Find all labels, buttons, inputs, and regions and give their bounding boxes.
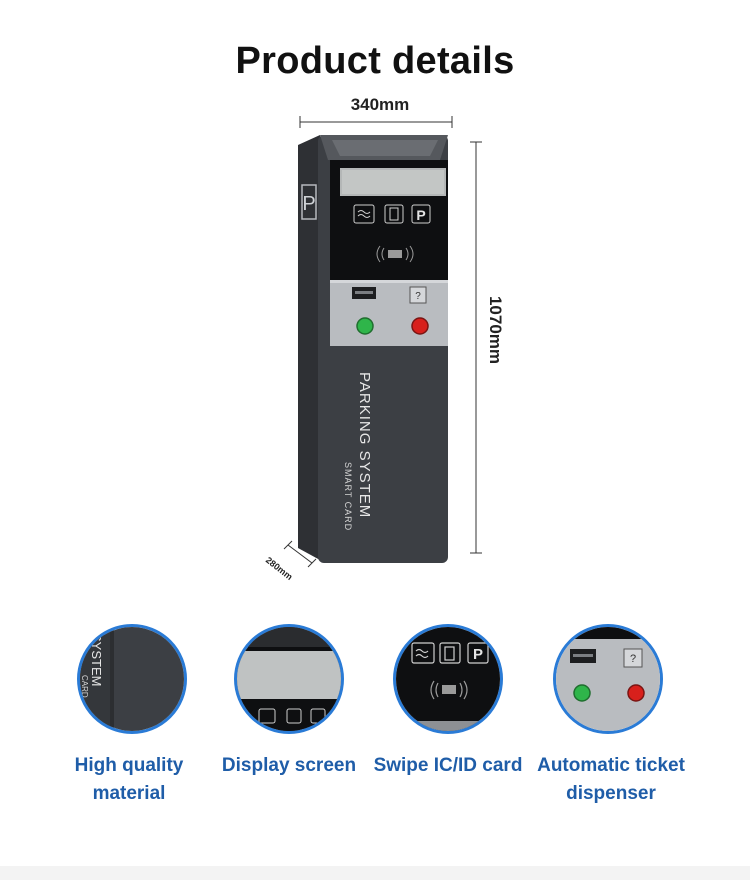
wave-icon (353, 204, 375, 224)
parking-p-button-symbol: P (416, 207, 425, 223)
red-button (411, 317, 429, 335)
cabinet-side (298, 135, 320, 560)
feature-label-material: High quality material (74, 755, 184, 804)
svg-text:SYSTEM: SYSTEM (89, 633, 104, 686)
thumb-p-symbol: P (473, 646, 483, 663)
page-title: Product details (235, 40, 515, 82)
material-closeup-icon: SYSTEM CARD (77, 624, 187, 734)
help-sign (409, 286, 427, 304)
rfid-icon (376, 245, 414, 263)
cabinet-top-cap (332, 140, 438, 156)
ticket-slot-opening (355, 291, 373, 294)
feature-label-dispenser: Automatic ticket dispenser (537, 755, 685, 804)
green-button (356, 317, 374, 335)
card-reader-closeup-icon: P (393, 624, 503, 734)
width-dimension-label: 340mm (350, 95, 410, 114)
panel-icon-buttons: P (353, 204, 431, 224)
depth-dimension-line (283, 540, 317, 568)
body-text-parking-system: PARKING SYSTEM (356, 372, 373, 518)
steel-panel-highlight (330, 280, 448, 283)
lcd-display-glass (342, 170, 444, 194)
height-dimension-label: 1070mm (486, 295, 505, 365)
parking-p-button (411, 204, 431, 224)
display-closeup-icon (234, 624, 344, 734)
side-parking-sign (301, 184, 317, 220)
card-slot-icon (384, 204, 404, 224)
steel-panel (330, 280, 448, 346)
width-dimension-line (299, 116, 453, 128)
svg-text:?: ? (630, 653, 636, 665)
ticket-dispenser-closeup-icon: ? (553, 624, 663, 734)
height-dimension-line (470, 141, 482, 554)
body-text-smart-card: SMART CARD (343, 462, 353, 531)
feature-label-card: Swipe IC/ID card (373, 755, 523, 776)
product-illustration: P P ? PARKING SYSTEM SMART CARD (283, 116, 482, 568)
feature-label-display: Display screen (221, 755, 357, 776)
bottom-band (0, 866, 750, 880)
help-sign-glyph: ? (415, 291, 421, 302)
svg-text:CARD: CARD (80, 675, 89, 698)
side-parking-symbol: P (302, 193, 315, 215)
